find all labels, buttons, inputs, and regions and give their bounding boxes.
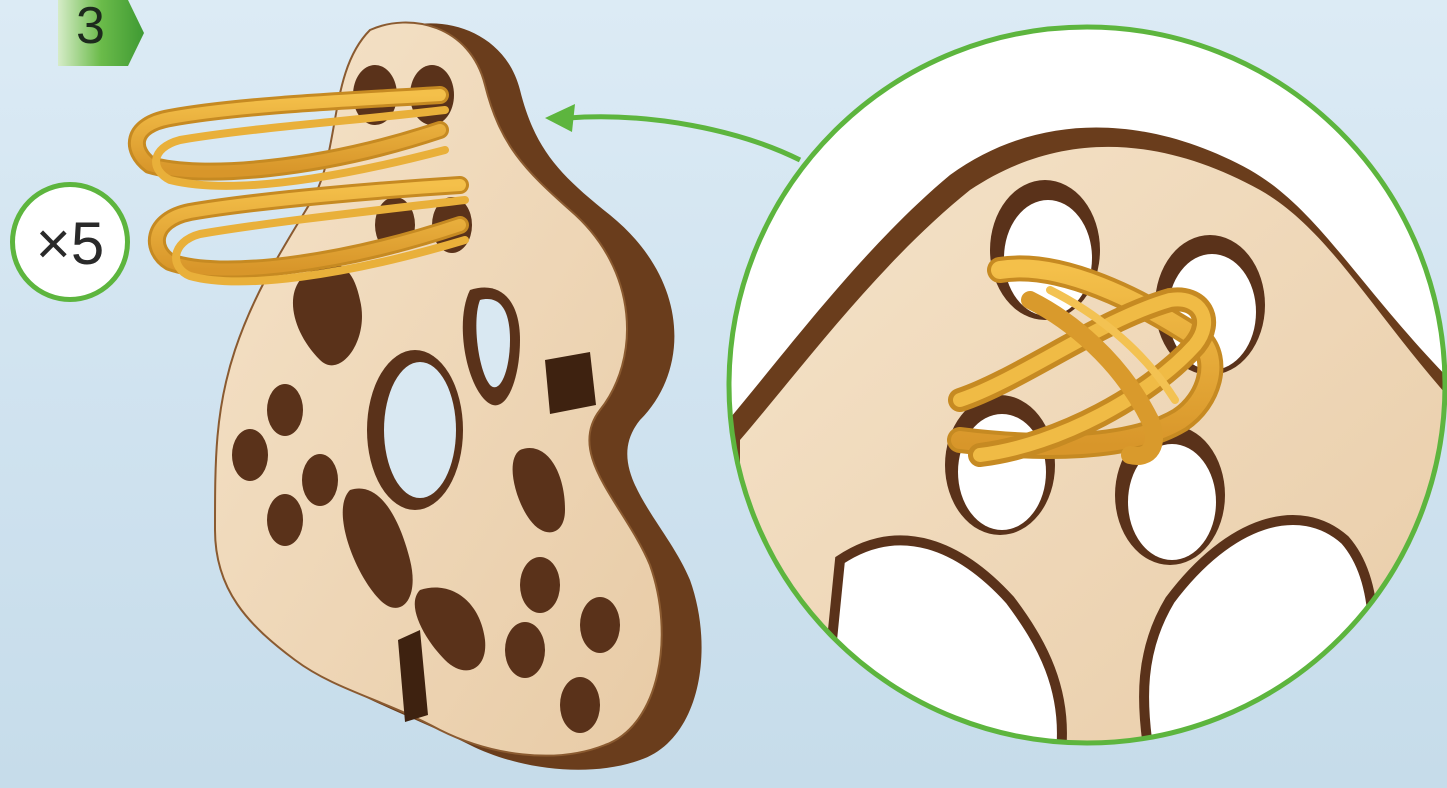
arrow-icon xyxy=(545,104,800,160)
quantity-badge: ×5 xyxy=(10,182,130,302)
quantity-text: ×5 xyxy=(15,209,125,278)
wooden-part xyxy=(215,23,702,770)
step-number: 3 xyxy=(76,0,105,56)
zoom-circle xyxy=(720,27,1447,788)
step-badge: 3 xyxy=(58,0,144,66)
